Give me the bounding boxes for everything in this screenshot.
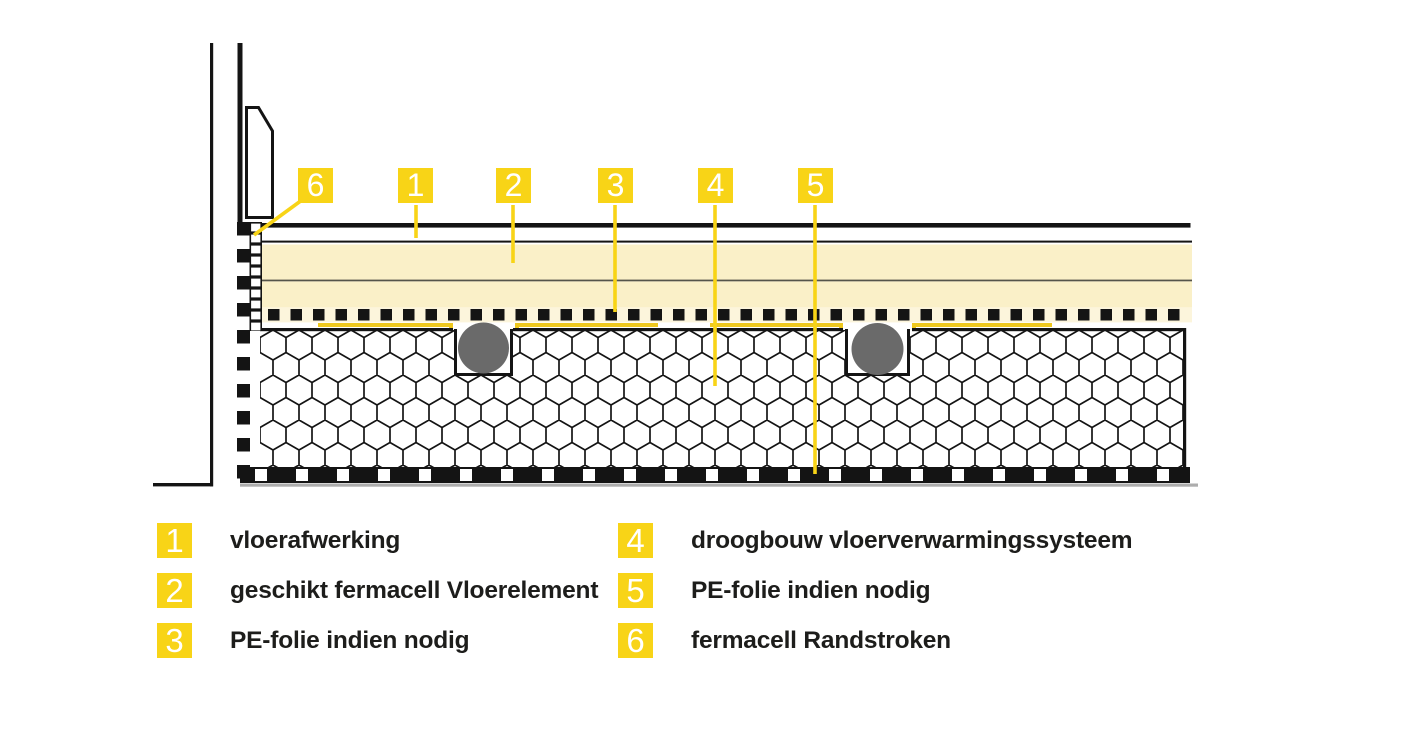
- legend-item-4: 4 droogbouw vloerverwarmingssysteem: [618, 523, 1133, 558]
- insulation-panel: [260, 328, 1187, 467]
- randstrook-strip: [249, 222, 262, 331]
- legend-number-badge: 3: [157, 623, 192, 658]
- legend-item-6: 6 fermacell Randstroken: [618, 623, 1132, 658]
- legend-number-badge: 5: [618, 573, 653, 608]
- legend-number-badge: 6: [618, 623, 653, 658]
- legend-item-5: 5 PE-folie indien nodig: [618, 573, 1132, 608]
- heating-pipe-icon: [851, 323, 904, 375]
- legend-label: PE-folie indien nodig: [230, 626, 470, 654]
- callout-number: 2: [504, 166, 523, 203]
- legend-item-1: 1 vloerafwerking: [157, 523, 598, 558]
- wall-outer-line: [210, 43, 214, 487]
- legend-number-badge: 2: [157, 573, 192, 608]
- legend-item-2: 2 geschikt fermacell Vloerelement: [157, 573, 598, 608]
- wall-checker-strip: [237, 222, 250, 490]
- callout-6: 6: [298, 168, 333, 203]
- legend-label: fermacell Randstroken: [691, 626, 951, 654]
- legend-column-right: 4 droogbouw vloerverwarmingssysteem 5 PE…: [618, 523, 1133, 673]
- wall-inner-line: [237, 43, 243, 224]
- wall: [153, 43, 274, 487]
- subfloor-gray-line: [240, 483, 1198, 487]
- callout-1: 1: [398, 168, 433, 203]
- callout-number: 6: [306, 166, 325, 203]
- vloerelement-divider-line: [262, 279, 1192, 282]
- callout-5: 5: [798, 168, 833, 203]
- callout-leaders: [252, 198, 817, 474]
- legend-column-left: 1 vloerafwerking 2 geschikt fermacell Vl…: [157, 523, 598, 673]
- subfloor: [240, 467, 1198, 487]
- legend-number-badge: 1: [157, 523, 192, 558]
- vloerelement-bottom-layer: [262, 281, 1192, 308]
- callout-3: 3: [598, 168, 633, 203]
- legend-label: PE-folie indien nodig: [691, 576, 931, 604]
- ground-line: [153, 483, 213, 487]
- legend-label: droogbouw vloerverwarmingssysteem: [691, 526, 1133, 554]
- leader-6: [252, 198, 304, 237]
- callout-number: 3: [606, 166, 625, 203]
- callout-4: 4: [698, 168, 733, 203]
- edge-strips: [237, 222, 262, 490]
- vloerafwerking-bottom-line: [257, 240, 1192, 243]
- insulation-right-edge: [1183, 328, 1187, 467]
- callout-number: 4: [706, 166, 725, 203]
- legend-label: geschikt fermacell Vloerelement: [230, 576, 599, 604]
- skirting-board: [245, 106, 274, 219]
- pe-folie-dashed-line: [268, 309, 1188, 321]
- subfloor-checker-strip: [240, 467, 1190, 483]
- legend-number-badge: 4: [618, 523, 653, 558]
- honeycomb-pattern: [260, 330, 1186, 467]
- vloerelement-top-layer: [262, 244, 1192, 280]
- legend-label: vloerafwerking: [230, 526, 401, 554]
- heating-pipe-icon: [458, 322, 509, 374]
- callout-number: 5: [806, 166, 825, 203]
- callout-number: 1: [406, 166, 425, 203]
- callout-2: 2: [496, 168, 531, 203]
- heating-pipes: [454, 322, 910, 376]
- legend-item-3: 3 PE-folie indien nodig: [157, 623, 598, 658]
